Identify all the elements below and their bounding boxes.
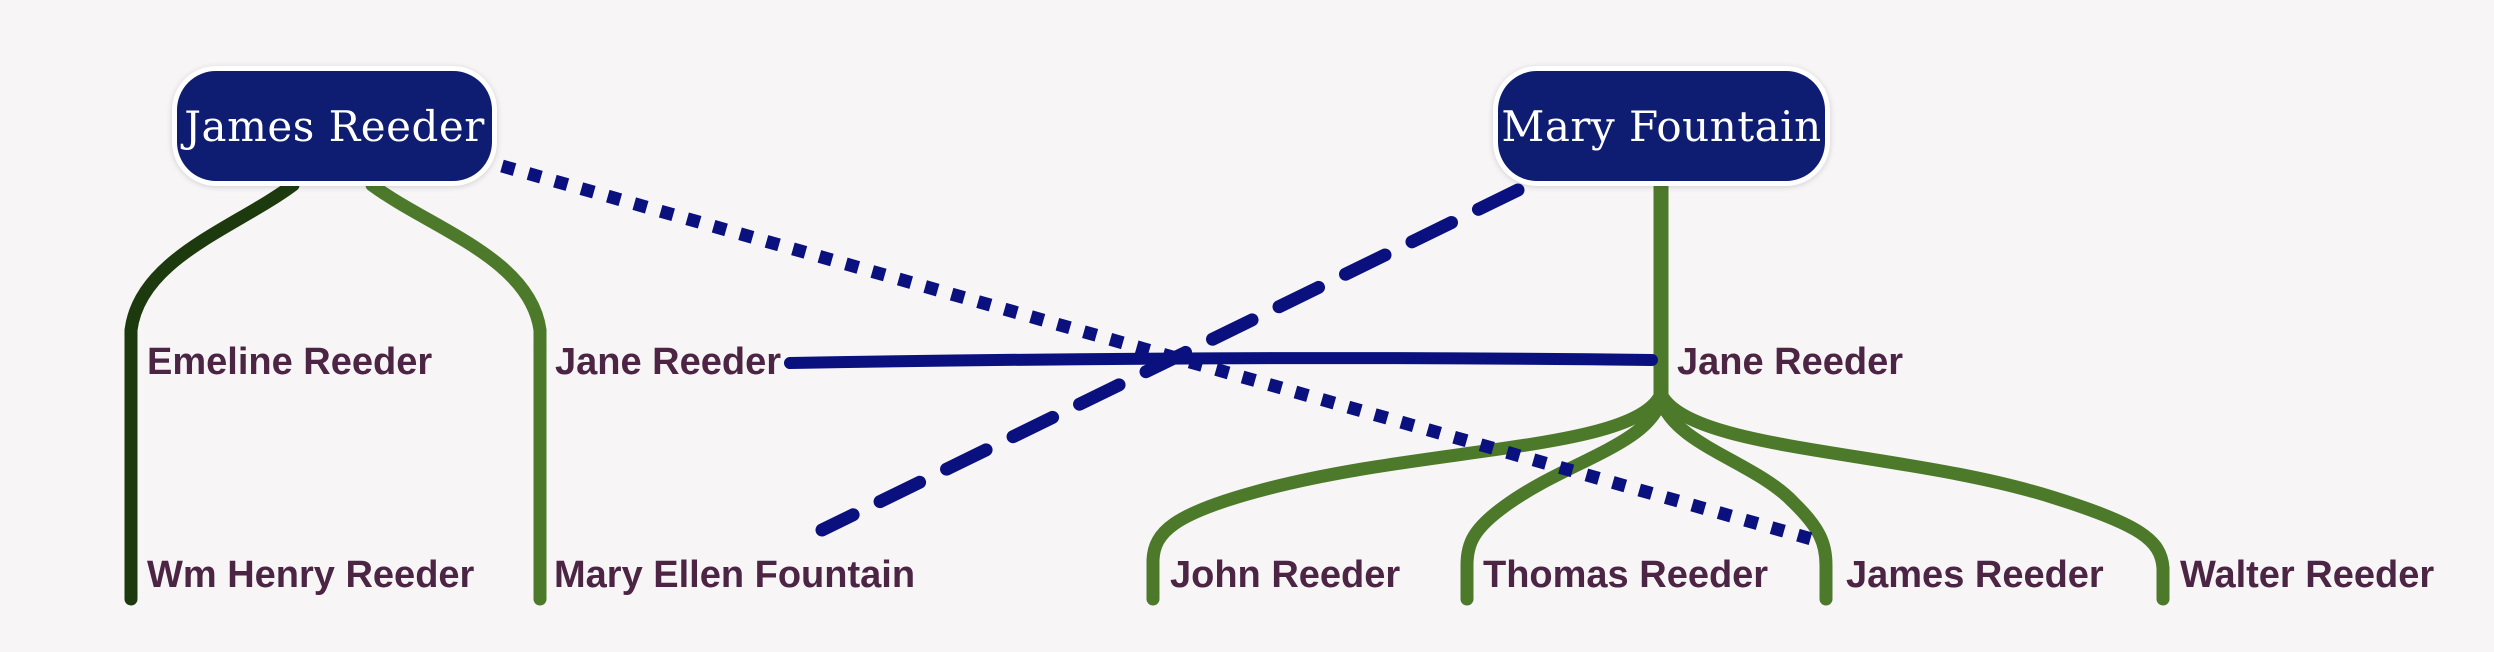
label-wm-henry-reeder[interactable]: Wm Henry Reeder [147,554,475,596]
label-jane-reeder-left[interactable]: Jane Reeder [555,341,782,383]
node-james-reeder-sr-label: James Reeder [184,101,485,151]
edge-jane-right-to-thomas [1460,393,1668,606]
node-mary-fountain-label: Mary Fountain [1501,101,1822,151]
node-mary-fountain[interactable]: Mary Fountain [1493,66,1830,186]
label-james-reeder-jr[interactable]: James Reeder [1846,554,2104,596]
edge-jane-right-to-james-jr [1654,393,1833,606]
edge-james-sr-to-emeline [124,178,300,375]
label-mary-ellen-fountain[interactable]: Mary Ellen Fountain [554,554,916,596]
label-thomas-reeder[interactable]: Thomas Reeder [1483,554,1769,596]
edge-james-sr-to-james-jr [500,159,1817,547]
edge-jane-right-to-john [1146,387,1668,606]
edge-james-sr-to-jane-left [365,178,547,375]
label-jane-reeder-right[interactable]: Jane Reeder [1677,341,1904,383]
edge-jane-left-to-jane-right [784,352,1658,369]
label-john-reeder[interactable]: John Reeder [1170,554,1401,596]
label-walter-reeder[interactable]: Walter Reeder [2180,554,2435,596]
edge-jane-right-to-walter [1654,387,2170,606]
label-emeline-reeder[interactable]: Emeline Reeder [147,341,433,383]
node-james-reeder-sr[interactable]: James Reeder [172,66,497,186]
